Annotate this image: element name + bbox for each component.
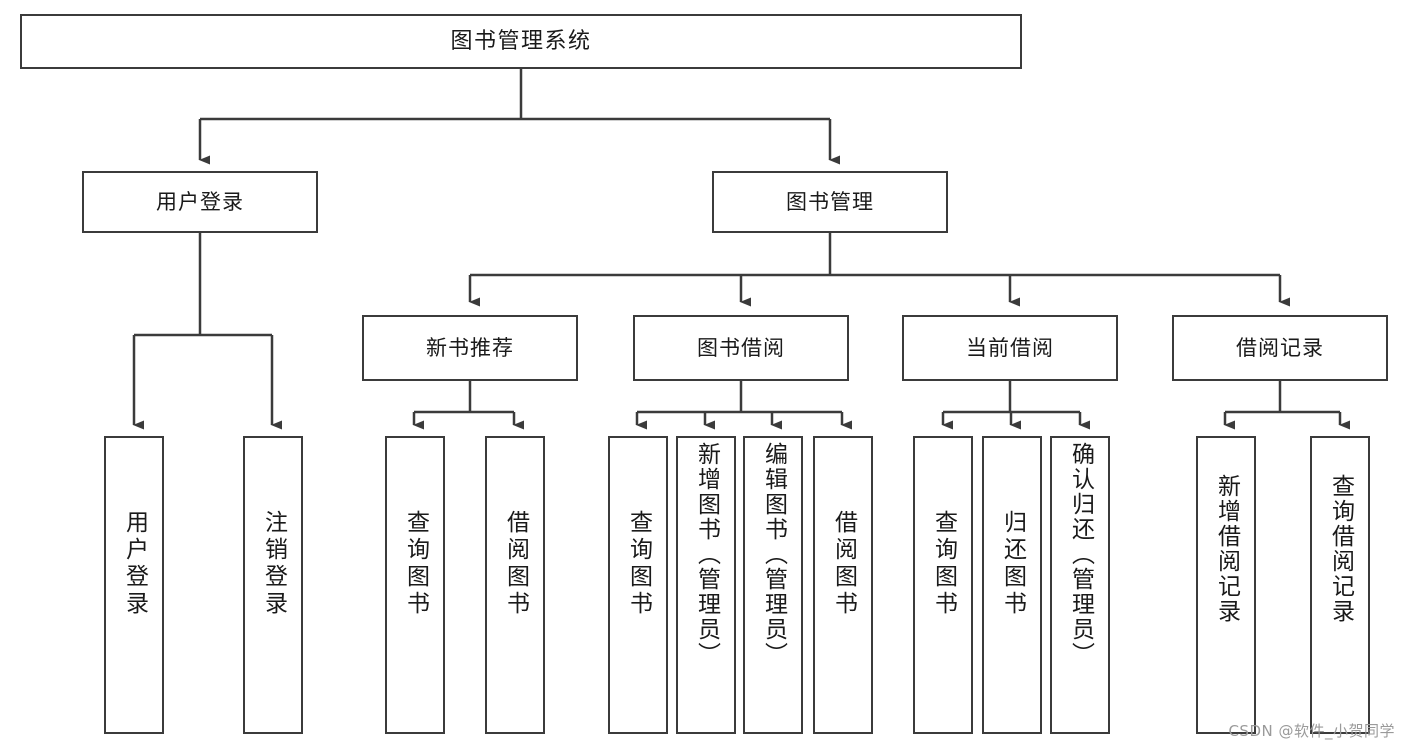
- node-root[interactable]: 图书管理系统: [20, 14, 1022, 69]
- node-current-borrow[interactable]: 当前借阅: [902, 315, 1118, 381]
- node-leaf-borrow-book-1-label: 借阅图书: [502, 510, 529, 618]
- node-leaf-user-login[interactable]: 用户登录: [104, 436, 164, 734]
- node-leaf-query-book-3[interactable]: 查询图书: [913, 436, 973, 734]
- csdn-watermark: CSDN @软件_小贺同学: [1228, 722, 1395, 740]
- node-book-manage-label: 图书管理: [786, 189, 874, 214]
- node-new-book-rec[interactable]: 新书推荐: [362, 315, 578, 381]
- node-leaf-borrow-book-2-label: 借阅图书: [830, 510, 857, 618]
- node-user-login[interactable]: 用户登录: [82, 171, 318, 233]
- node-new-book-rec-label: 新书推荐: [426, 335, 514, 360]
- node-book-manage[interactable]: 图书管理: [712, 171, 948, 233]
- node-borrow-record-label: 借阅记录: [1236, 335, 1324, 360]
- node-leaf-logout-login-label: 注销登录: [260, 510, 287, 618]
- node-leaf-add-book[interactable]: 新增图书（管理员）: [676, 436, 736, 734]
- node-leaf-edit-book-label: 编辑图书（管理员）: [760, 442, 787, 667]
- node-leaf-query-book-2[interactable]: 查询图书: [608, 436, 668, 734]
- node-current-borrow-label: 当前借阅: [966, 335, 1054, 360]
- node-root-label: 图书管理系统: [450, 28, 592, 54]
- node-leaf-logout-login[interactable]: 注销登录: [243, 436, 303, 734]
- node-leaf-confirm-return-label: 确认归还（管理员）: [1067, 442, 1094, 667]
- node-leaf-borrow-book-2[interactable]: 借阅图书: [813, 436, 873, 734]
- node-leaf-query-book-1[interactable]: 查询图书: [385, 436, 445, 734]
- node-leaf-query-record-label: 查询借阅记录: [1327, 474, 1354, 624]
- node-leaf-return-book[interactable]: 归还图书: [982, 436, 1042, 734]
- node-borrow-record[interactable]: 借阅记录: [1172, 315, 1388, 381]
- node-leaf-query-book-3-label: 查询图书: [930, 510, 957, 618]
- node-book-borrow-label: 图书借阅: [697, 335, 785, 360]
- node-leaf-add-record[interactable]: 新增借阅记录: [1196, 436, 1256, 734]
- node-leaf-confirm-return[interactable]: 确认归还（管理员）: [1050, 436, 1110, 734]
- node-leaf-user-login-label: 用户登录: [121, 510, 148, 618]
- node-leaf-query-book-1-label: 查询图书: [402, 510, 429, 618]
- node-book-borrow[interactable]: 图书借阅: [633, 315, 849, 381]
- node-leaf-add-book-label: 新增图书（管理员）: [693, 442, 720, 667]
- node-leaf-query-record[interactable]: 查询借阅记录: [1310, 436, 1370, 734]
- node-leaf-edit-book[interactable]: 编辑图书（管理员）: [743, 436, 803, 734]
- node-leaf-return-book-label: 归还图书: [999, 510, 1026, 618]
- node-user-login-label: 用户登录: [156, 189, 244, 214]
- node-leaf-add-record-label: 新增借阅记录: [1213, 474, 1240, 624]
- node-leaf-query-book-2-label: 查询图书: [625, 510, 652, 618]
- node-leaf-borrow-book-1[interactable]: 借阅图书: [485, 436, 545, 734]
